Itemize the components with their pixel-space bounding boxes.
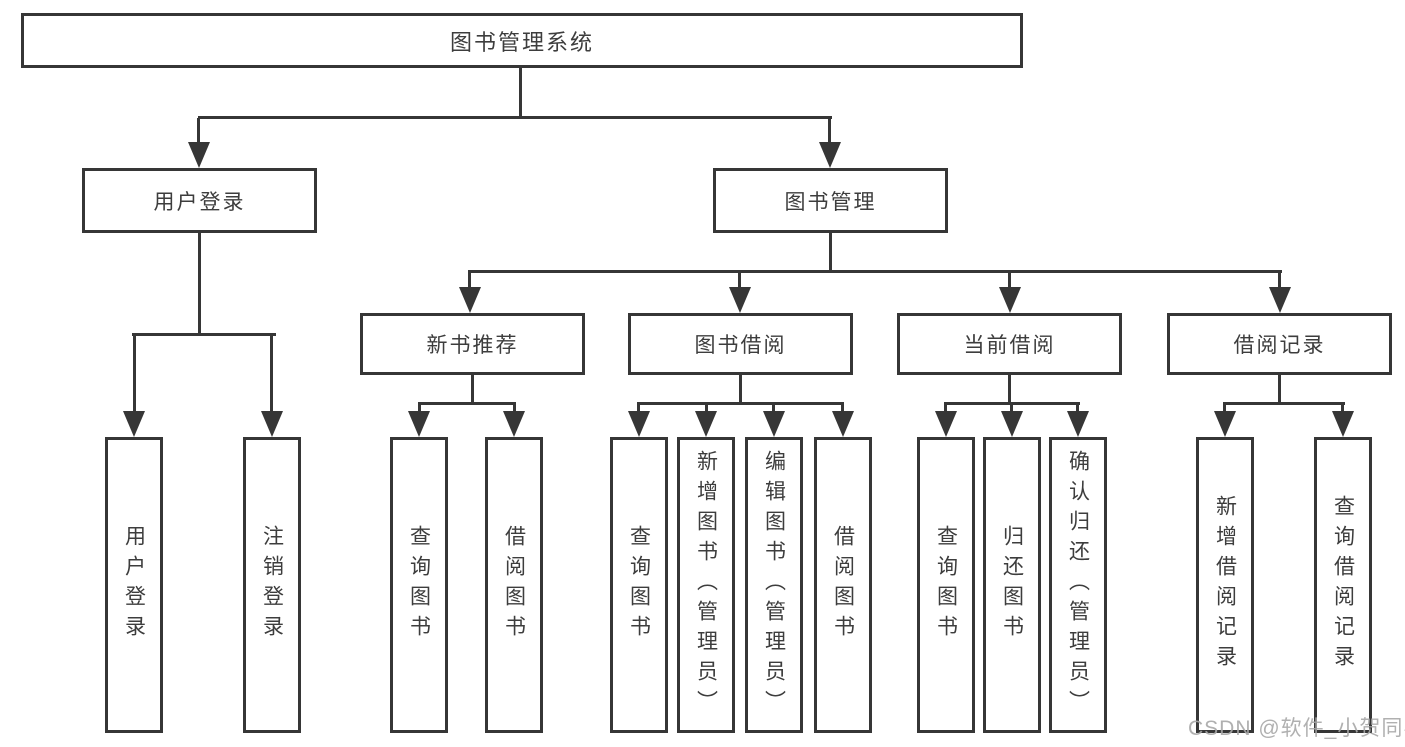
leaf-label: 查询图书	[934, 525, 958, 645]
leaf-label: 确认归还（管理员）	[1066, 450, 1090, 720]
arrow-down-icon	[999, 287, 1021, 313]
node-user-login: 用户登录	[82, 168, 317, 233]
connector-line	[468, 272, 471, 289]
node-borrowing-records: 借阅记录	[1167, 313, 1392, 375]
connector-line	[1076, 404, 1079, 413]
connector-line	[513, 404, 516, 413]
connector-line	[471, 373, 474, 405]
leaf-label: 借阅图书	[502, 525, 526, 645]
connector-line	[1008, 272, 1011, 289]
arrow-down-icon	[188, 142, 210, 168]
connector-line	[270, 335, 273, 413]
leaf-add-books-admin: 新增图书（管理员）	[677, 437, 735, 733]
connector-line	[133, 335, 136, 413]
node-label: 图书管理系统	[449, 29, 594, 55]
connector-line	[1278, 373, 1281, 405]
arrow-down-icon	[459, 287, 481, 313]
node-label: 图书管理	[784, 190, 877, 214]
connector-line	[198, 116, 832, 119]
leaf-label: 查询图书	[627, 525, 651, 645]
leaf-borrow-books-borrowing: 借阅图书	[814, 437, 872, 733]
leaf-add-borrow-record: 新增借阅记录	[1196, 437, 1254, 733]
node-current-borrowing: 当前借阅	[897, 313, 1122, 375]
arrow-down-icon	[832, 411, 854, 437]
leaf-logout: 注销登录	[243, 437, 301, 733]
node-label: 用户登录	[153, 190, 246, 214]
connector-line	[944, 404, 947, 413]
connector-line	[841, 404, 844, 413]
connector-line	[739, 373, 742, 405]
connector-line	[132, 333, 276, 336]
leaf-label: 注销登录	[260, 525, 284, 645]
arrow-down-icon	[819, 142, 841, 168]
leaf-query-books-current: 查询图书	[917, 437, 975, 733]
leaf-query-books-borrowing: 查询图书	[610, 437, 668, 733]
leaf-query-books-recommend: 查询图书	[390, 437, 448, 733]
arrow-down-icon	[261, 411, 283, 437]
arrow-down-icon	[763, 411, 785, 437]
leaf-return-books: 归还图书	[983, 437, 1041, 733]
watermark-text: CSDN @软件_小贺同学	[1188, 717, 1405, 740]
arrow-down-icon	[935, 411, 957, 437]
connector-line	[519, 68, 522, 119]
connector-line	[1008, 373, 1011, 405]
connector-line	[705, 404, 708, 413]
connector-line	[829, 232, 832, 273]
node-system-root: 图书管理系统	[21, 13, 1023, 68]
arrow-down-icon	[1269, 287, 1291, 313]
connector-line	[1010, 404, 1013, 413]
leaf-label: 归还图书	[1000, 525, 1024, 645]
leaf-label: 查询图书	[407, 525, 431, 645]
leaf-edit-books-admin: 编辑图书（管理员）	[745, 437, 803, 733]
arrow-down-icon	[1001, 411, 1023, 437]
connector-line	[468, 270, 1282, 273]
connector-line	[944, 402, 1080, 405]
node-label: 当前借阅	[963, 334, 1056, 357]
leaf-query-borrow-record: 查询借阅记录	[1314, 437, 1372, 733]
connector-line	[637, 402, 844, 405]
connector-line	[198, 232, 201, 336]
arrow-down-icon	[1214, 411, 1236, 437]
leaf-user-login: 用户登录	[105, 437, 163, 733]
leaf-label: 新增借阅记录	[1213, 495, 1237, 675]
connector-line	[418, 402, 516, 405]
arrow-down-icon	[503, 411, 525, 437]
leaf-label: 查询借阅记录	[1331, 495, 1355, 675]
arrow-down-icon	[123, 411, 145, 437]
arrow-down-icon	[1332, 411, 1354, 437]
node-label: 借阅记录	[1233, 334, 1326, 357]
node-label: 图书借阅	[694, 334, 787, 357]
leaf-confirm-return-admin: 确认归还（管理员）	[1049, 437, 1107, 733]
leaf-label: 用户登录	[122, 525, 146, 645]
leaf-borrow-books-recommend: 借阅图书	[485, 437, 543, 733]
node-new-book-recommendation: 新书推荐	[360, 313, 585, 375]
leaf-label: 新增图书（管理员）	[694, 450, 718, 720]
connector-line	[1341, 404, 1344, 413]
arrow-down-icon	[695, 411, 717, 437]
node-book-management: 图书管理	[713, 168, 948, 233]
node-book-borrowing: 图书借阅	[628, 313, 853, 375]
leaf-label: 编辑图书（管理员）	[762, 450, 786, 720]
connector-line	[418, 404, 421, 413]
connector-line	[738, 272, 741, 289]
connector-line	[197, 118, 200, 144]
arrow-down-icon	[408, 411, 430, 437]
leaf-label: 借阅图书	[831, 525, 855, 645]
connector-line	[1278, 272, 1281, 289]
arrow-down-icon	[729, 287, 751, 313]
connector-line	[772, 404, 775, 413]
connector-line	[1223, 404, 1226, 413]
connector-line	[828, 118, 831, 144]
arrow-down-icon	[1067, 411, 1089, 437]
connector-line	[637, 404, 640, 413]
node-label: 新书推荐	[426, 334, 519, 357]
arrow-down-icon	[628, 411, 650, 437]
connector-line	[1223, 402, 1345, 405]
